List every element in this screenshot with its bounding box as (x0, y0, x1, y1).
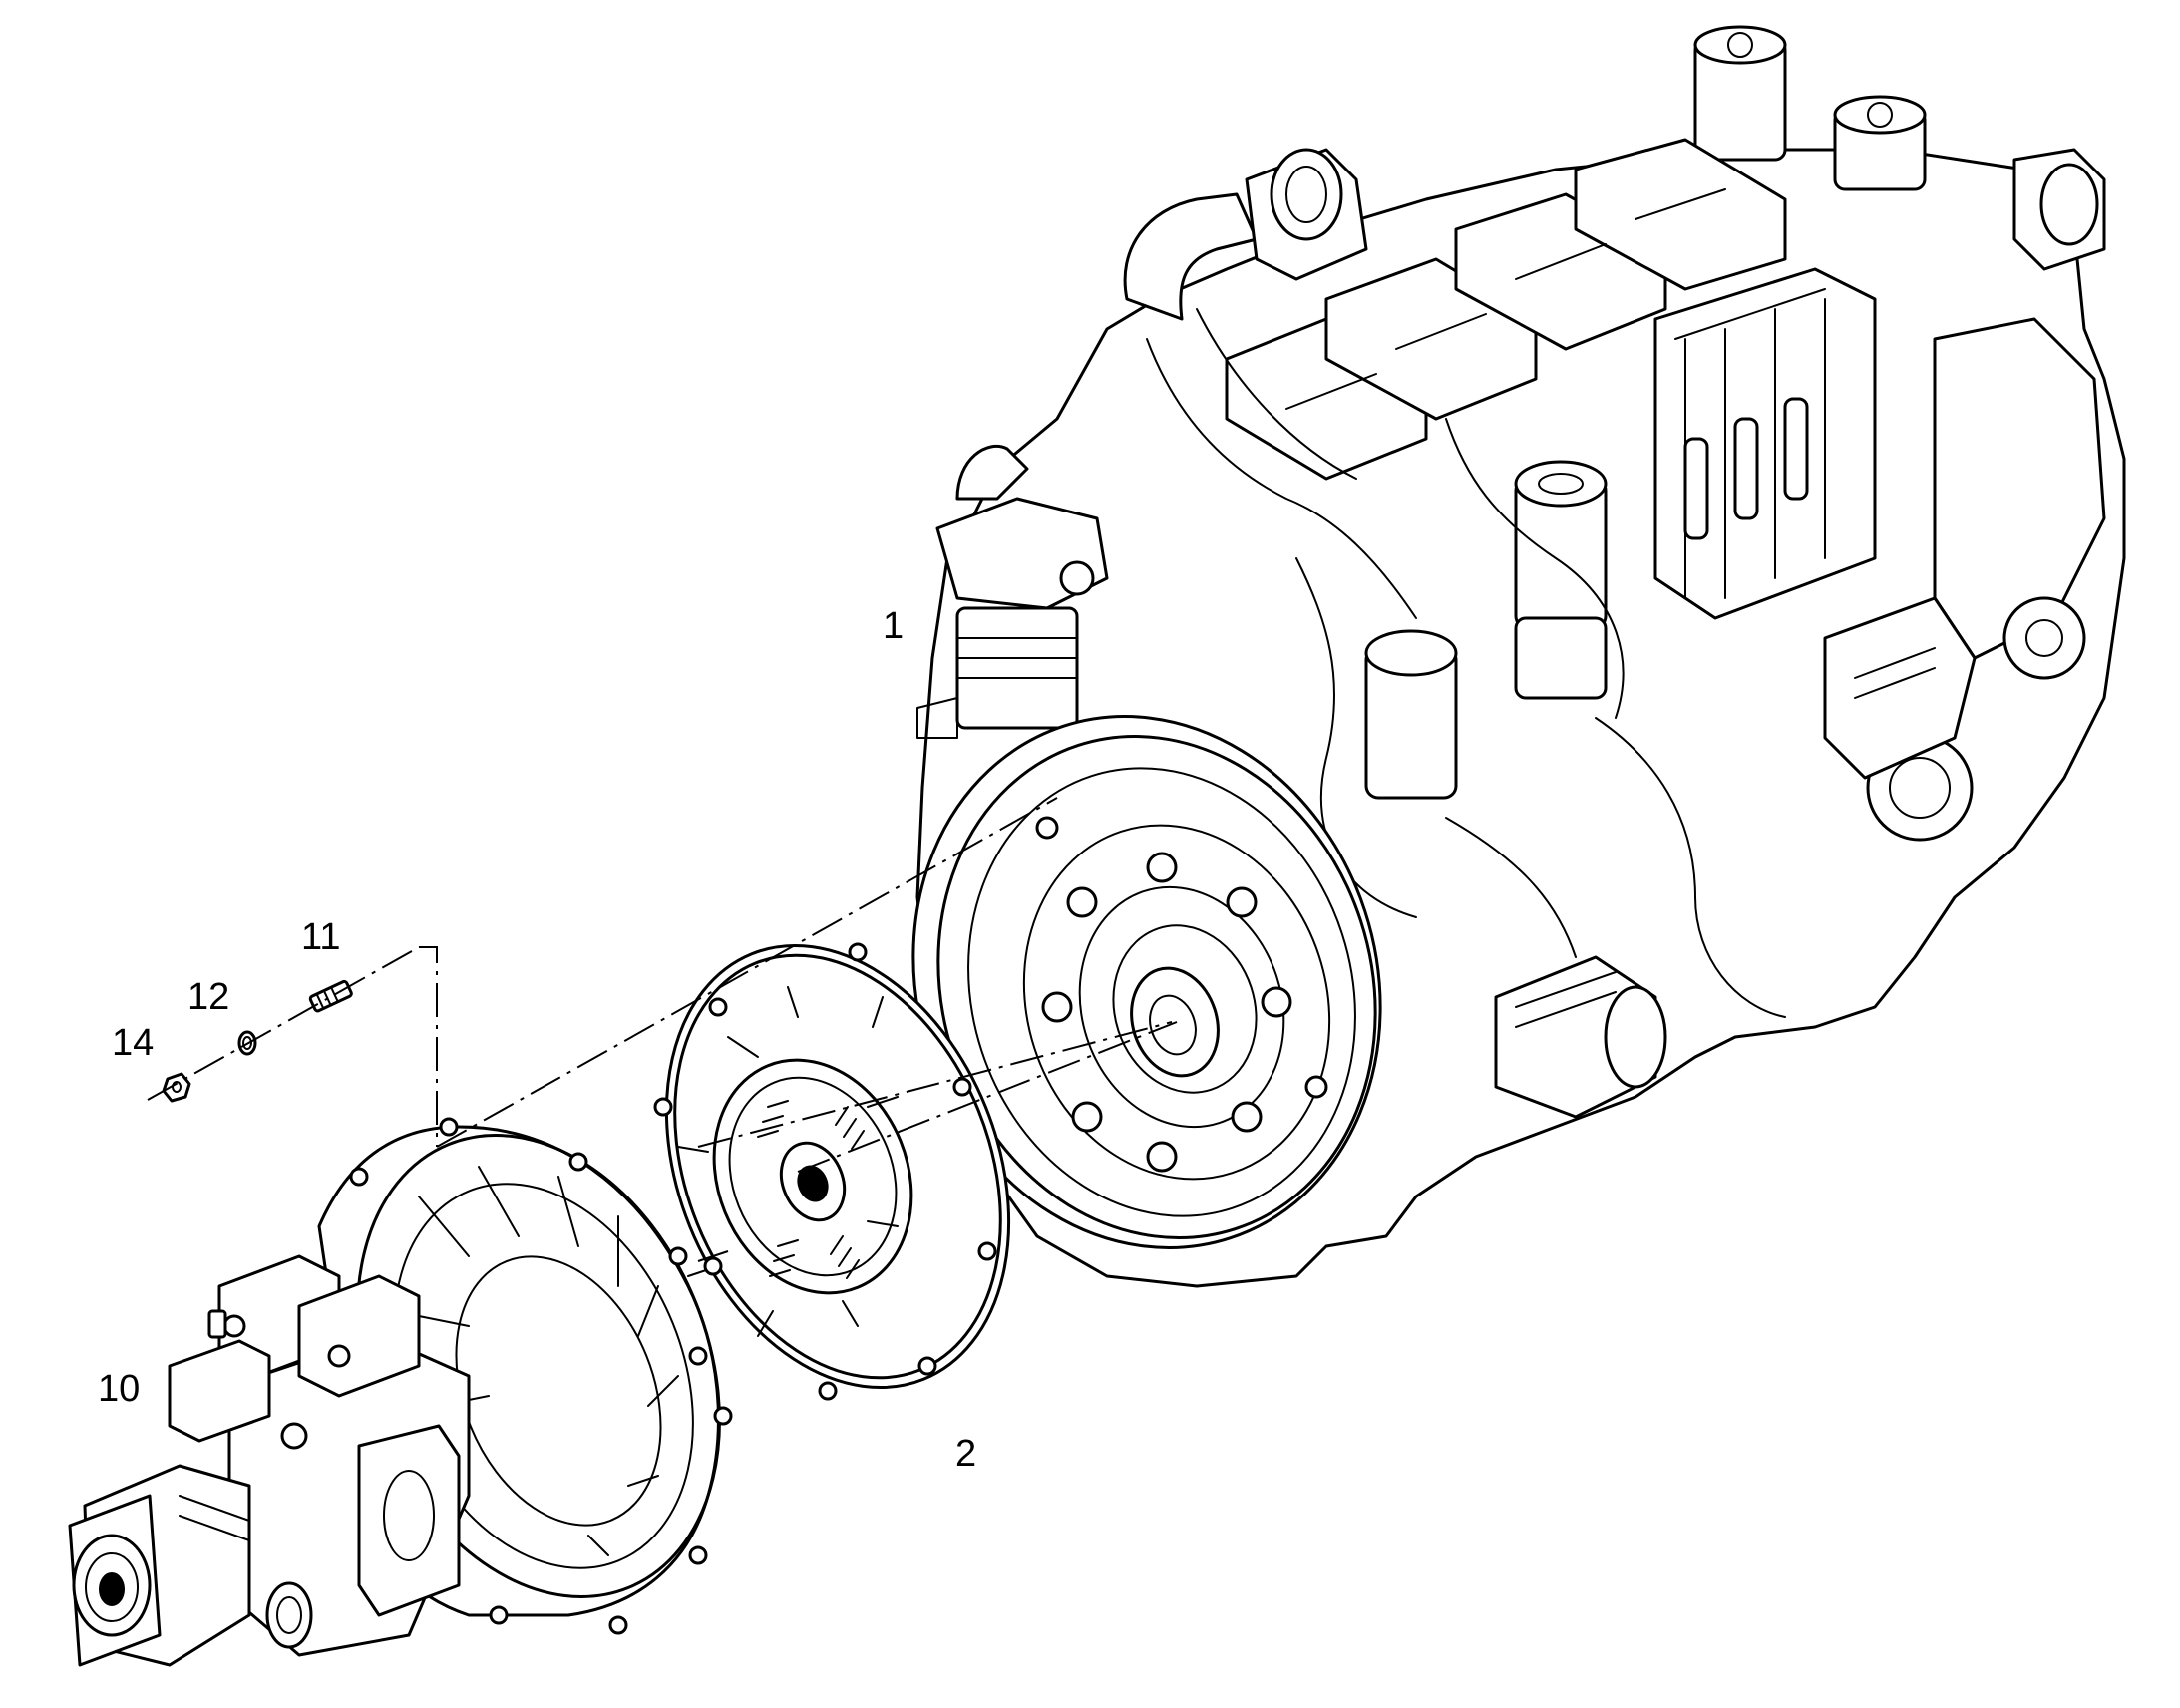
callout-hydraulic-pump: 10 (98, 1368, 140, 1410)
callout-clutch-disc: 2 (955, 1433, 976, 1475)
assembly-centerlines (147, 797, 1178, 1262)
callout-stud: 11 (301, 916, 340, 958)
engine-assembly (911, 25, 2126, 1288)
fastener-set (162, 979, 353, 1103)
callout-labels: 1 2 10 11 12 14 (98, 605, 976, 1475)
callout-washer: 12 (187, 976, 229, 1018)
hydraulic-pump-assembly (68, 1117, 733, 1667)
callout-engine: 1 (883, 605, 904, 647)
callout-nut: 14 (112, 1022, 154, 1064)
stud (308, 979, 353, 1013)
clutch-disc (653, 942, 1011, 1401)
